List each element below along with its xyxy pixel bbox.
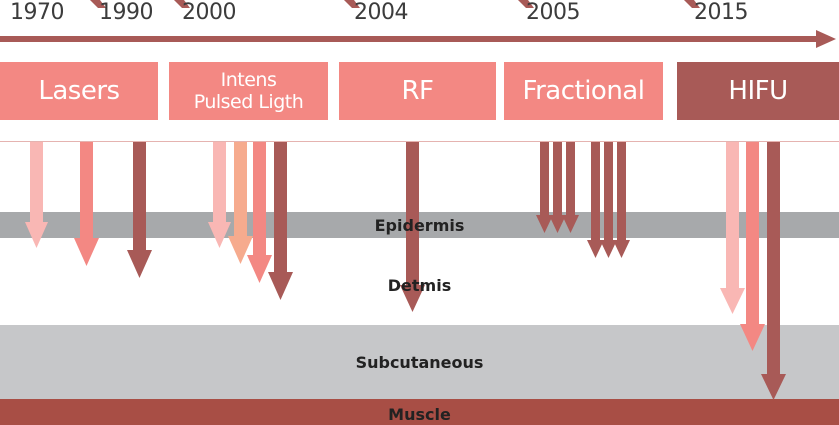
layer-subcutaneous: Subcutaneous (0, 325, 839, 399)
arrow-hifu-1 (720, 142, 745, 314)
arrow-hifu-3 (761, 142, 786, 400)
tech-box-lasers: Lasers (0, 62, 158, 120)
layer-label: Epidermis (374, 215, 465, 235)
layer-muscle: Muscle (0, 399, 839, 425)
year-label: 2005 (526, 0, 581, 25)
tech-box-hifu: HIFU (677, 62, 839, 120)
arrow-fractional-1 (536, 142, 553, 233)
tech-label: Lasers (38, 76, 120, 106)
tech-label: HIFU (728, 76, 788, 106)
year-label: 2015 (694, 0, 749, 25)
arrow-lasers-3 (127, 142, 152, 278)
arrow-ipl-1 (208, 142, 231, 248)
year-label: 1990 (99, 0, 154, 25)
arrow-ipl-4 (268, 142, 293, 300)
year-label: 1970 (10, 0, 65, 25)
tick-mark (174, 0, 190, 8)
tick-mark (344, 0, 360, 8)
arrow-rf (400, 142, 425, 312)
tech-label: RF (401, 76, 434, 106)
arrow-fractional-5 (600, 142, 617, 258)
tech-label: Intens Pulsed Ligth (193, 69, 304, 113)
arrow-hifu-2 (740, 142, 765, 351)
year-label: 2004 (354, 0, 409, 25)
arrow-fractional-3 (562, 142, 579, 233)
arrow-fractional-4 (587, 142, 604, 258)
arrow-fractional-6 (613, 142, 630, 258)
timeline-axis (0, 0, 836, 48)
arrow-lasers-2 (74, 142, 99, 266)
tech-box-ipl: Intens Pulsed Ligth (169, 62, 328, 120)
tech-label: Fractional (522, 76, 645, 106)
tech-box-fractional: Fractional (504, 62, 663, 120)
year-label: 2000 (182, 0, 237, 25)
layer-label: Detmis (387, 275, 452, 295)
divider (0, 141, 839, 142)
tick-mark (90, 0, 106, 8)
tech-box-rf: RF (339, 62, 496, 120)
arrow-lasers-1 (25, 142, 48, 248)
layer-label: Muscle (388, 404, 451, 424)
tick-mark (684, 0, 700, 8)
arrow-fractional-2 (549, 142, 566, 233)
timeline-line (0, 36, 822, 42)
layer-dermis: Detmis (0, 270, 839, 300)
timeline-arrowhead (816, 30, 836, 48)
layer-label: Subcutaneous (355, 352, 484, 372)
arrow-ipl-2 (228, 142, 253, 264)
arrow-ipl-3 (247, 142, 272, 283)
tick-mark (518, 0, 534, 8)
